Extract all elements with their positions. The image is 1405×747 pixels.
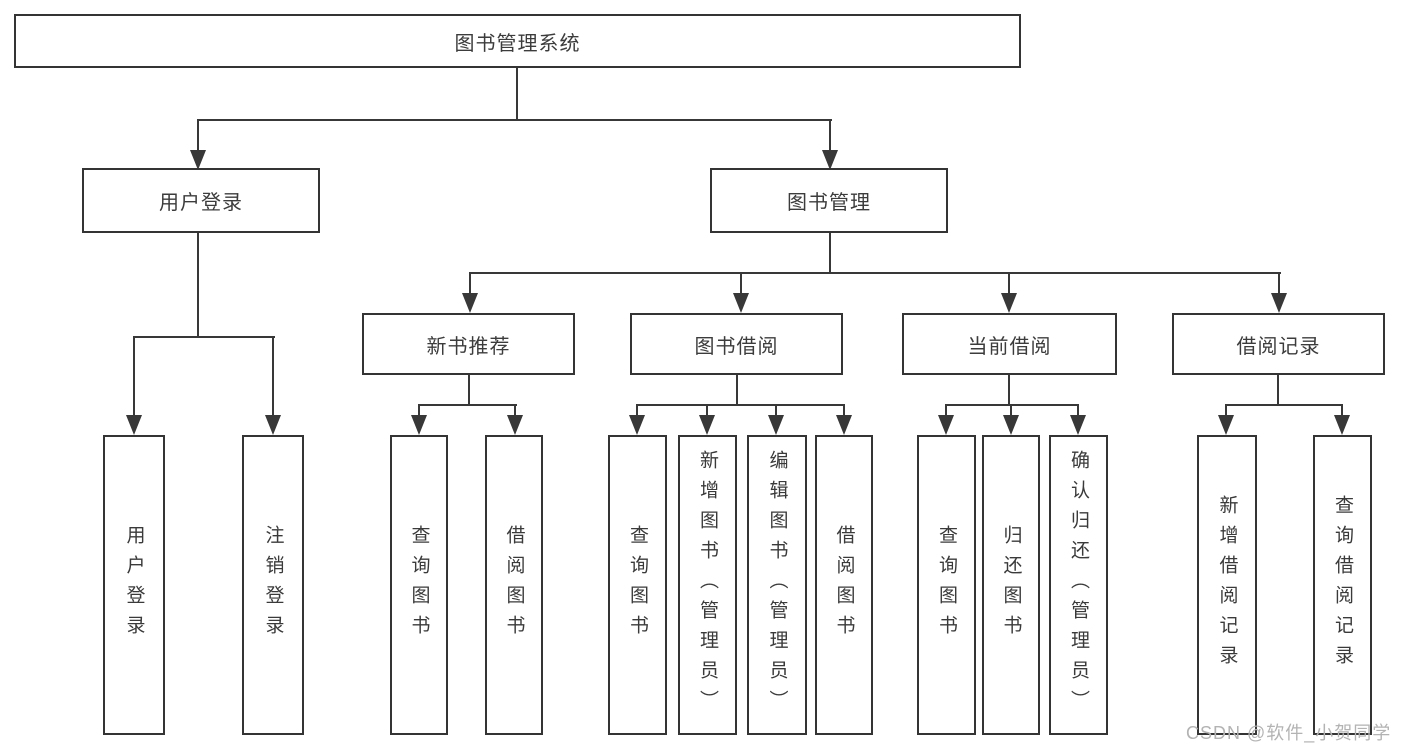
leaf-edit-books-admin-label: 编辑图书（管理员）	[766, 450, 788, 720]
arrowhead-down-icon	[938, 415, 954, 435]
connector-vline	[133, 336, 135, 416]
connector-vline	[469, 272, 471, 295]
connector-vline	[418, 404, 420, 417]
arrowhead-down-icon	[768, 415, 784, 435]
node-user-login-label: 用户登录	[159, 192, 243, 214]
connector-vline	[1010, 404, 1012, 417]
connector-vline	[636, 404, 638, 417]
arrowhead-down-icon	[411, 415, 427, 435]
connector-vline	[706, 404, 708, 417]
arrowhead-down-icon	[1001, 293, 1017, 313]
leaf-search-books-borrowing: 查询图书	[608, 435, 667, 735]
node-current-borrowing-label: 当前借阅	[967, 335, 1052, 358]
leaf-confirm-return-admin-label: 确认归还（管理员）	[1068, 450, 1089, 720]
connector-hline	[1225, 404, 1343, 406]
connector-vline	[514, 404, 516, 417]
connector-vline	[272, 336, 274, 416]
connector-vline	[843, 404, 845, 417]
leaf-add-books-admin: 新增图书（管理员）	[678, 435, 737, 735]
connector-vline	[197, 233, 199, 337]
node-book-management: 图书管理	[710, 168, 948, 233]
leaf-return-books: 归还图书	[982, 435, 1040, 735]
arrowhead-down-icon	[1271, 293, 1287, 313]
connector-vline	[1225, 404, 1227, 417]
node-book-borrowing: 图书借阅	[630, 313, 843, 375]
arrowhead-down-icon	[462, 293, 478, 313]
node-new-book-recommend: 新书推荐	[362, 313, 575, 375]
arrowhead-down-icon	[190, 150, 206, 170]
connector-vline	[829, 233, 831, 274]
node-borrowing-records-label: 借阅记录	[1236, 335, 1321, 358]
leaf-logout-login-label: 注销登录	[262, 525, 284, 645]
arrowhead-down-icon	[629, 415, 645, 435]
arrowhead-down-icon	[1218, 415, 1234, 435]
node-root: 图书管理系统	[14, 14, 1021, 68]
leaf-add-books-admin-label: 新增图书（管理员）	[697, 450, 718, 720]
csdn-watermark: CSDN @软件_小贺同学	[1186, 723, 1392, 743]
connector-vline	[197, 119, 199, 152]
arrowhead-down-icon	[836, 415, 852, 435]
connector-vline	[829, 119, 831, 152]
connector-hline	[469, 272, 1281, 274]
leaf-borrow-books-borrowing-label: 借阅图书	[833, 525, 855, 645]
arrowhead-down-icon	[265, 415, 281, 435]
node-root-label: 图书管理系统	[454, 32, 581, 55]
connector-vline	[1277, 375, 1279, 406]
node-current-borrowing: 当前借阅	[902, 313, 1117, 375]
connector-vline	[1278, 272, 1280, 295]
connector-vline	[775, 404, 777, 417]
leaf-borrow-books-recommend-label: 借阅图书	[503, 525, 525, 645]
connector-vline	[740, 272, 742, 295]
leaf-borrow-books-recommend: 借阅图书	[485, 435, 543, 735]
node-user-login: 用户登录	[82, 168, 320, 233]
connector-hline	[418, 404, 517, 406]
arrowhead-down-icon	[126, 415, 142, 435]
leaf-confirm-return-admin: 确认归还（管理员）	[1049, 435, 1108, 735]
connector-vline	[736, 375, 738, 406]
connector-vline	[1008, 272, 1010, 295]
connector-vline	[945, 404, 947, 417]
leaf-add-borrow-record: 新增借阅记录	[1197, 435, 1257, 735]
leaf-search-books-recommend-label: 查询图书	[408, 525, 430, 645]
node-new-book-recommend-label: 新书推荐	[426, 335, 511, 358]
leaf-search-books-recommend: 查询图书	[390, 435, 448, 735]
arrowhead-down-icon	[699, 415, 715, 435]
leaf-user-login-label: 用户登录	[123, 525, 145, 645]
leaf-return-books-label: 归还图书	[1000, 525, 1022, 645]
leaf-search-books-current-label: 查询图书	[936, 525, 957, 645]
leaf-user-login: 用户登录	[103, 435, 165, 735]
node-book-management-label: 图书管理	[787, 192, 871, 214]
arrowhead-down-icon	[733, 293, 749, 313]
connector-vline	[1008, 375, 1010, 406]
leaf-search-books-current: 查询图书	[917, 435, 976, 735]
leaf-edit-books-admin: 编辑图书（管理员）	[747, 435, 807, 735]
connector-vline	[1077, 404, 1079, 417]
leaf-search-books-borrowing-label: 查询图书	[627, 525, 648, 645]
connector-vline	[468, 375, 470, 406]
connector-hline	[636, 404, 845, 406]
connector-hline	[133, 336, 275, 338]
leaf-logout-login: 注销登录	[242, 435, 304, 735]
arrowhead-down-icon	[1070, 415, 1086, 435]
leaf-search-borrow-record: 查询借阅记录	[1313, 435, 1372, 735]
node-book-borrowing-label: 图书借阅	[694, 335, 779, 358]
connector-hline	[197, 119, 832, 121]
node-borrowing-records: 借阅记录	[1172, 313, 1385, 375]
arrowhead-down-icon	[822, 150, 838, 170]
leaf-add-borrow-record-label: 新增借阅记录	[1216, 495, 1238, 675]
leaf-search-borrow-record-label: 查询借阅记录	[1332, 495, 1353, 675]
arrowhead-down-icon	[1003, 415, 1019, 435]
connector-vline	[516, 68, 518, 120]
arrowhead-down-icon	[507, 415, 523, 435]
arrowhead-down-icon	[1334, 415, 1350, 435]
connector-hline	[945, 404, 1079, 406]
connector-vline	[1341, 404, 1343, 417]
leaf-borrow-books-borrowing: 借阅图书	[815, 435, 873, 735]
